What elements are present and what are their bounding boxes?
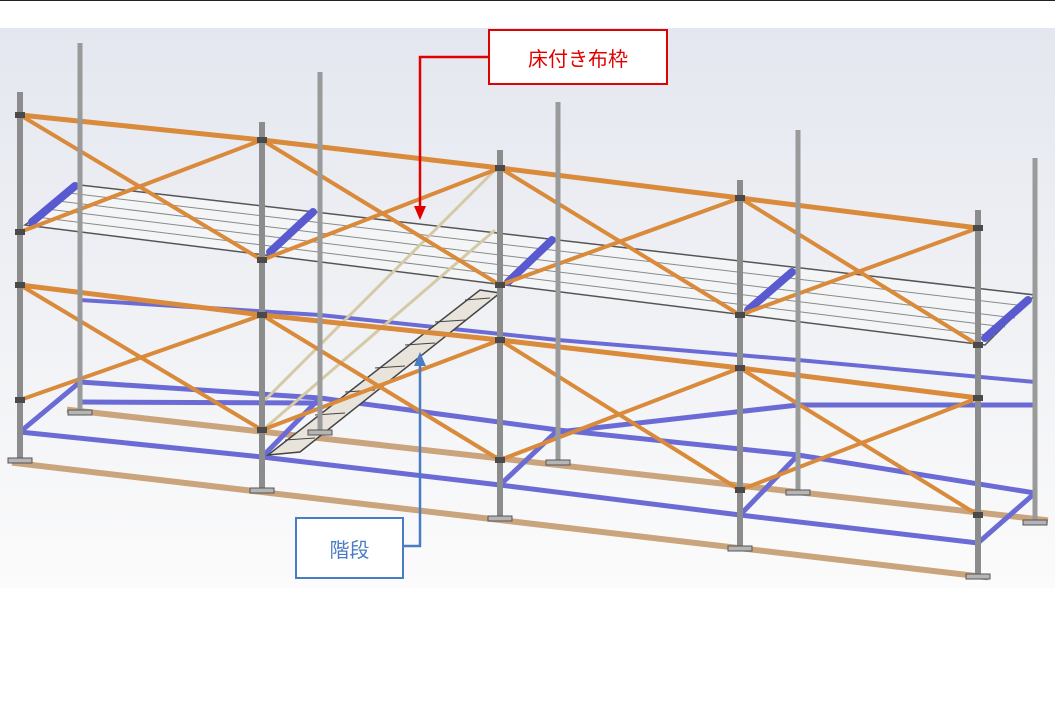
floor-frame-arrow [414,55,488,220]
stairs-label: 階段 [295,517,404,579]
floor-deck [23,182,1037,346]
top-rails [17,112,981,401]
floor-frame-label: 床付き布枠 [488,29,668,85]
joint-nodes [15,112,983,518]
back-uprights [77,43,1038,522]
stairs-arrow [400,352,426,548]
top-border-line [0,0,1055,1]
scaffold-diagram [0,28,1055,588]
cross-braces [18,113,980,517]
base-plates [7,409,1048,580]
